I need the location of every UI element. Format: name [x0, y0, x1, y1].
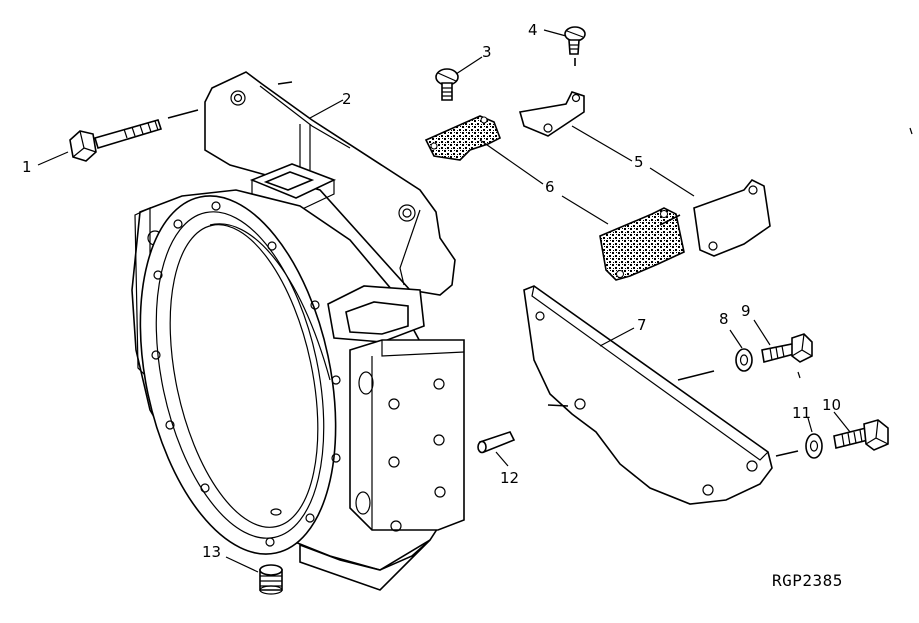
dowel-pin-part-12 [477, 431, 516, 454]
callout-6: 6 [545, 178, 555, 196]
cover-plate-part-5 [518, 91, 771, 257]
screw-part-4 [564, 26, 586, 55]
gasket-part-6 [424, 115, 685, 281]
callout-2: 2 [342, 90, 352, 108]
screw-part-3 [435, 68, 459, 101]
callout-13: 13 [202, 543, 221, 561]
callout-8: 8 [719, 310, 729, 328]
callout-9: 9 [741, 302, 751, 320]
callout-4: 4 [528, 21, 538, 39]
hex-bolt-part-1 [69, 109, 199, 162]
flange-bolt-holes [151, 201, 341, 547]
callout-1: 1 [22, 158, 32, 176]
callout-7: 7 [637, 316, 647, 334]
hex-bolt-part-9 [761, 333, 813, 363]
flywheel-housing [131, 71, 465, 591]
plug-part-13 [259, 564, 283, 595]
callout-11: 11 [792, 404, 811, 422]
leader-lines [37, 29, 913, 573]
callout-10: 10 [822, 396, 841, 414]
callout-5: 5 [634, 153, 644, 171]
washer-part-8 [735, 348, 753, 372]
washer-part-11 [805, 433, 823, 459]
plate-part-7 [523, 285, 773, 505]
figure-reference-code: RGP2385 [772, 571, 843, 590]
callout-12: 12 [500, 469, 519, 487]
hex-bolt-part-10 [833, 419, 889, 451]
callout-3: 3 [482, 43, 492, 61]
callout-labels: 1 2 3 4 5 6 7 8 9 10 11 12 13 [22, 21, 841, 561]
